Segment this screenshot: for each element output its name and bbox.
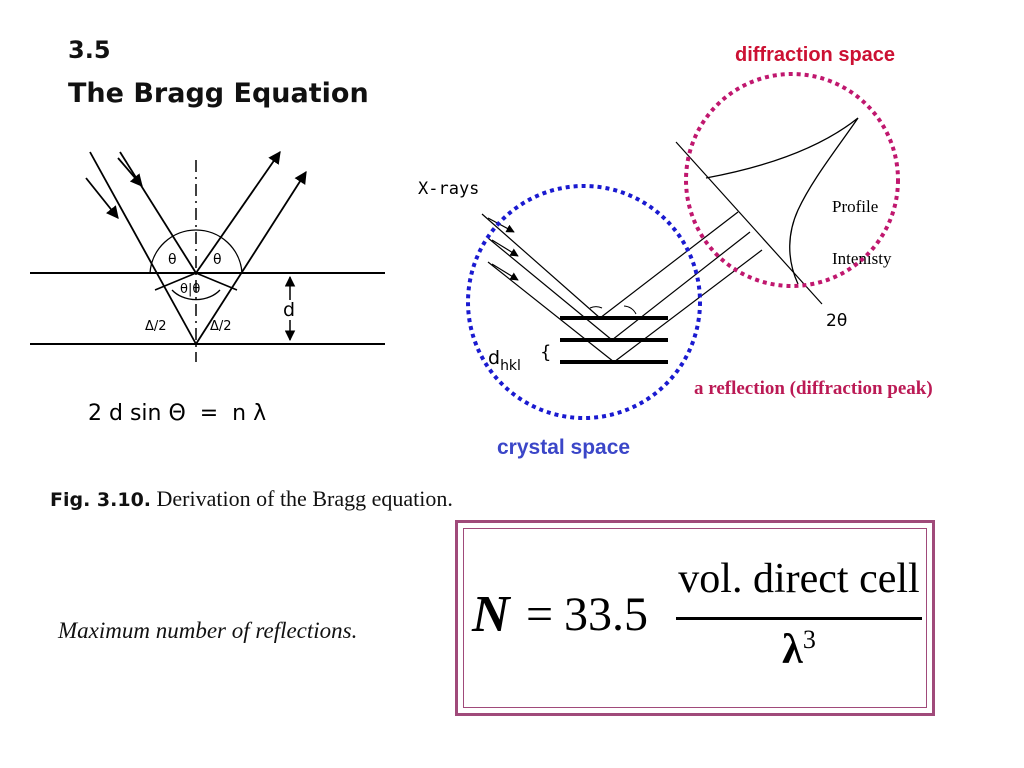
crystal-space-label: crystal space: [497, 436, 631, 459]
incident-xray-1: [481, 213, 601, 319]
bragg-angle-arc-2: [623, 305, 637, 315]
arrow-xray-1: [487, 217, 515, 233]
reflection-label: a reflection (diffraction peak): [694, 378, 933, 399]
detector-axis: [675, 141, 823, 305]
formula-fraction-bar: [676, 617, 922, 620]
incident-xray-3: [487, 261, 615, 363]
arrow-in-1: [85, 177, 119, 219]
half-path-right-label: Δ/2: [210, 319, 232, 334]
section-title: The Bragg Equation: [68, 78, 369, 109]
figure-number: Fig. 3.10.: [50, 489, 152, 511]
reflected-ray-2: [195, 150, 281, 274]
max-reflections-label: Maximum number of reflections.: [58, 618, 358, 643]
two-theta-label: 2θ: [826, 311, 847, 331]
xrays-label: X-rays: [418, 179, 479, 199]
arrow-xray-3: [491, 263, 519, 281]
diffracted-ray-3: [613, 249, 763, 363]
left-bragg-figure: [30, 150, 385, 362]
formula-lambda: λ: [782, 627, 803, 673]
profile-peak: [705, 117, 859, 285]
brace-label: {: [540, 342, 551, 363]
arrow-in-2: [117, 157, 143, 187]
angle-arc-left: [149, 229, 197, 274]
perp-left: [154, 272, 197, 291]
bragg-equation: 2 d sin Θ = n λ: [88, 401, 266, 426]
incident-ray-2: [119, 151, 197, 274]
formula-constant: 33.5: [564, 588, 648, 641]
section-number: 3.5: [68, 36, 111, 64]
angle-arc-inner: [171, 289, 221, 301]
formula-lhs: N: [472, 586, 510, 643]
diffraction-space-circle: [684, 72, 900, 288]
incident-xray-2: [487, 237, 613, 341]
diffracted-ray-1: [599, 211, 739, 319]
half-path-left-label: Δ/2: [145, 319, 167, 334]
formula-box: N = 33.5 vol. direct cell λ3: [455, 520, 935, 716]
profile-label: Profile: [832, 197, 878, 216]
crystal-space-circle: [466, 184, 702, 420]
figure-caption: Fig. 3.10. Derivation of the Bragg equat…: [50, 486, 453, 512]
bragg-angle-arc-1: [589, 306, 603, 309]
theta-left-label: θ: [168, 252, 177, 268]
formula-equals: =: [526, 588, 554, 641]
diffracted-ray-2: [611, 231, 751, 341]
dhkl-subscript: hkl: [500, 358, 521, 374]
right-diffraction-figure: [481, 117, 859, 364]
formula-exponent: 3: [802, 625, 816, 654]
figure-caption-text: Derivation of the Bragg equation.: [151, 486, 453, 511]
angle-arc-right: [195, 229, 243, 274]
dhkl-label: dhkl: [488, 347, 521, 374]
arrow-xray-2: [491, 239, 519, 257]
diffraction-space-label: diffraction space: [735, 44, 896, 66]
theta-pair-label: θ|θ: [180, 282, 200, 297]
incident-ray-1: [89, 151, 197, 345]
formula-inner-frame: N = 33.5 vol. direct cell λ3: [463, 528, 927, 708]
reflected-ray-1: [195, 170, 307, 345]
perp-right: [195, 272, 238, 291]
formula-numerator: vol. direct cell: [678, 556, 920, 602]
formula-denominator: λ3: [674, 625, 924, 674]
d-label: d: [283, 299, 295, 321]
theta-right-label: θ: [213, 252, 222, 268]
